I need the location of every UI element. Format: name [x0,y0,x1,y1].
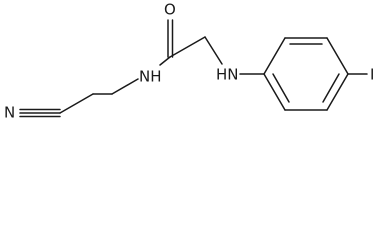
nitrile-triple-bond [19,108,61,118]
bond-nitrile-carbon-ch2 [59,93,94,114]
benzene-ring [263,37,349,111]
carbonyl-double-bond [167,19,174,58]
carbonyl-oxygen-label: O [164,1,176,19]
iodine-label: I [370,66,374,84]
amide-nh-label: NH [139,68,162,86]
bond-amide-n-carbonyl [159,56,171,66]
amine-hn-label: HN [216,66,239,84]
bond-ch2-amide-n [111,78,139,95]
nitrile-nitrogen-label: N [4,104,15,122]
molecule-diagram: N NH O HN I [4,1,374,122]
bond-ch2-amine-n [204,36,223,65]
bond-carbonyl-ch2 [169,36,206,58]
